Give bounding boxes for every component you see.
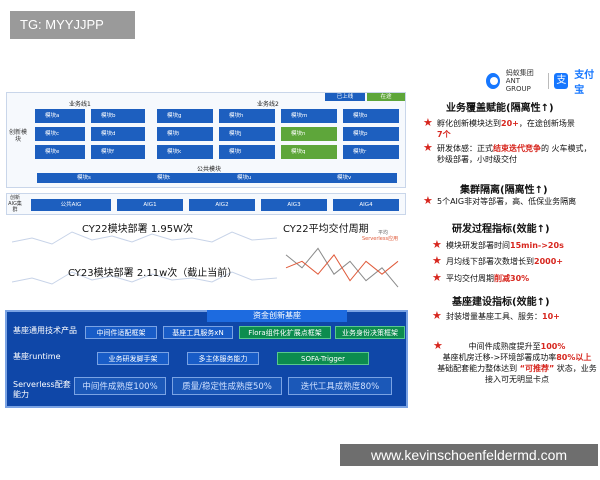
- item-monthly-deploys: ★ 月均线下部署次数增长到2000+: [432, 254, 563, 267]
- item-maturity-summary: ★ 中间件成熟度提升至100% 基座机房迁移->环境部署成功率80%以上 基础配…: [433, 339, 597, 384]
- status-inprogress-legend: 在途: [367, 93, 405, 101]
- module-q: 模块q: [281, 145, 337, 159]
- ant-group-wordmark: 蚂蚁集团 ANT GROUP: [506, 69, 542, 93]
- biz-identity-framework: 业务身份决策框架: [335, 326, 405, 339]
- module-j: 模块j: [219, 127, 275, 141]
- deploy-sparkline: [11, 231, 278, 285]
- star-icon: ★: [432, 254, 442, 267]
- module-l: 模块l: [219, 145, 275, 159]
- module-a: 模块a: [35, 109, 85, 123]
- iteration-tool-maturity: 迭代工具成熟度80%: [288, 377, 392, 395]
- series-line-1: [285, 254, 399, 282]
- biz-line-1-title: 业务线1: [69, 101, 91, 108]
- heading-dev-metrics: 研发过程指标(效能↑): [452, 224, 550, 235]
- common-module-bar: [37, 173, 397, 183]
- module-m: 模块m: [281, 109, 337, 123]
- aig-cluster-label: 创新AIG集群: [8, 195, 22, 213]
- module-t: 模块t: [157, 175, 171, 181]
- heading-biz-coverage: 业务覆盖赋能(隔离性↑): [446, 103, 554, 114]
- item-dev-experience: ★ 研发体感：正式结束迭代竞争的 火车模式，秒级部署，小时级交付: [423, 141, 592, 164]
- alipay-wordmark: 支付宝: [574, 70, 595, 96]
- legend-serverless: Serverless应用: [362, 236, 399, 242]
- module-p: 模块p: [343, 127, 399, 141]
- logo: 蚂蚁集团 ANT GROUP 支 支付宝: [486, 69, 600, 96]
- sofa-trigger: SOFA-Trigger: [277, 352, 369, 365]
- flora-framework: Flora组件化扩展点框架: [239, 326, 331, 339]
- module-e: 模块e: [35, 145, 85, 159]
- row3-label: Serverless配套能力: [13, 380, 71, 399]
- module-o: 模块o: [343, 109, 399, 123]
- row1-label: 基座通用技术产品: [13, 326, 77, 335]
- module-f: 模块f: [91, 145, 145, 159]
- infra-title: 资金创新基座: [207, 310, 347, 322]
- alipay-logo-icon: 支: [554, 73, 569, 89]
- common-module-title: 公共模块: [197, 166, 222, 173]
- star-icon: ★: [423, 116, 433, 129]
- deploy-line-cy23: [11, 271, 278, 285]
- aig-4: AIG4: [333, 199, 399, 211]
- innovation-module-label: 创新模块: [8, 129, 27, 143]
- module-n: 模块n: [281, 127, 337, 141]
- biz-line-2-title: 业务线2: [257, 101, 279, 108]
- star-icon: ★: [432, 309, 442, 322]
- ant-en: ANT GROUP: [505, 77, 531, 93]
- base-tools-service: 基座工具服务xN: [163, 326, 233, 339]
- module-v: 模块v: [337, 175, 352, 181]
- multi-subject-service: 多主体服务能力: [187, 352, 259, 365]
- middleware-adapter: 中间件适配框架: [85, 326, 157, 339]
- module-u: 模块u: [237, 175, 252, 181]
- module-d: 模块d: [91, 127, 145, 141]
- cy23-deploy-label: CY23模块部署 2.11w次（截止当前）: [68, 268, 238, 279]
- cy22-deploy-label: CY22模块部署 1.95W次: [82, 224, 193, 235]
- delivery-cycle-chart: CY22平均交付周期 平均 Serverless应用: [278, 220, 408, 305]
- delivery-cycle-plot: [285, 247, 399, 288]
- aig-cluster: 创新AIG集群 公共AIG AIG1 AIG2 AIG3 AIG4: [6, 193, 406, 215]
- star-icon: ★: [432, 238, 442, 251]
- aig-1: AIG1: [117, 199, 183, 211]
- middleware-maturity: 中间件成熟度100%: [74, 377, 166, 395]
- logo-separator: [547, 73, 549, 89]
- status-online-legend: 已上线: [325, 93, 365, 101]
- heading-cluster-isolation: 集群隔离(隔离性↑): [460, 185, 548, 196]
- row2-label: 基座runtime: [13, 352, 61, 361]
- architecture-diagram: 已上线 在途 创新模块 业务线1 业务线2 模块a 模块b 模块c 模块d 模块…: [6, 92, 406, 188]
- module-r: 模块r: [343, 145, 399, 159]
- module-g: 模块g: [157, 109, 213, 123]
- delivery-cycle-title: CY22平均交付周期: [283, 224, 369, 235]
- aig-3: AIG3: [261, 199, 327, 211]
- heading-base-metrics: 基座建设指标(效能↑): [452, 297, 550, 308]
- module-c: 模块c: [35, 127, 85, 141]
- star-icon: ★: [433, 339, 443, 352]
- tg-tag: TG: MYYJJPP: [10, 11, 135, 39]
- module-i: 模块i: [157, 127, 213, 141]
- legend-average: 平均: [378, 230, 389, 236]
- module-k: 模块k: [157, 145, 213, 159]
- item-deploy-time: ★ 模块研发部署时间15min->20s: [432, 238, 564, 251]
- star-icon: ★: [423, 194, 433, 207]
- star-icon: ★: [423, 141, 433, 154]
- module-h: 模块h: [219, 109, 275, 123]
- ant-cn: 蚂蚁集团: [505, 69, 534, 77]
- module-b: 模块b: [91, 109, 145, 123]
- star-icon: ★: [432, 271, 442, 284]
- watermark: www.kevinschoenfeldermd.com: [340, 444, 598, 466]
- ant-logo-icon: [486, 73, 500, 89]
- quality-maturity: 质量/稳定性成熟度50%: [172, 377, 282, 395]
- aig-2: AIG2: [189, 199, 255, 211]
- aig-public: 公共AIG: [31, 199, 111, 211]
- scaffold: 业务研发脚手架: [97, 352, 169, 365]
- deploy-charts: CY22模块部署 1.95W次 CY23模块部署 2.11w次（截止当前）: [11, 220, 278, 295]
- module-s: 模块s: [77, 175, 91, 181]
- deploy-line-cy22: [11, 231, 278, 245]
- item-base-tools: ★ 封装增量基座工具、服务：10+: [432, 309, 560, 322]
- item-aig-deploy: ★ 5个AIG非对等部署，高、低保业务隔离: [423, 194, 577, 207]
- item-delivery-cycle: ★ 平均交付周期削减30%: [432, 271, 530, 284]
